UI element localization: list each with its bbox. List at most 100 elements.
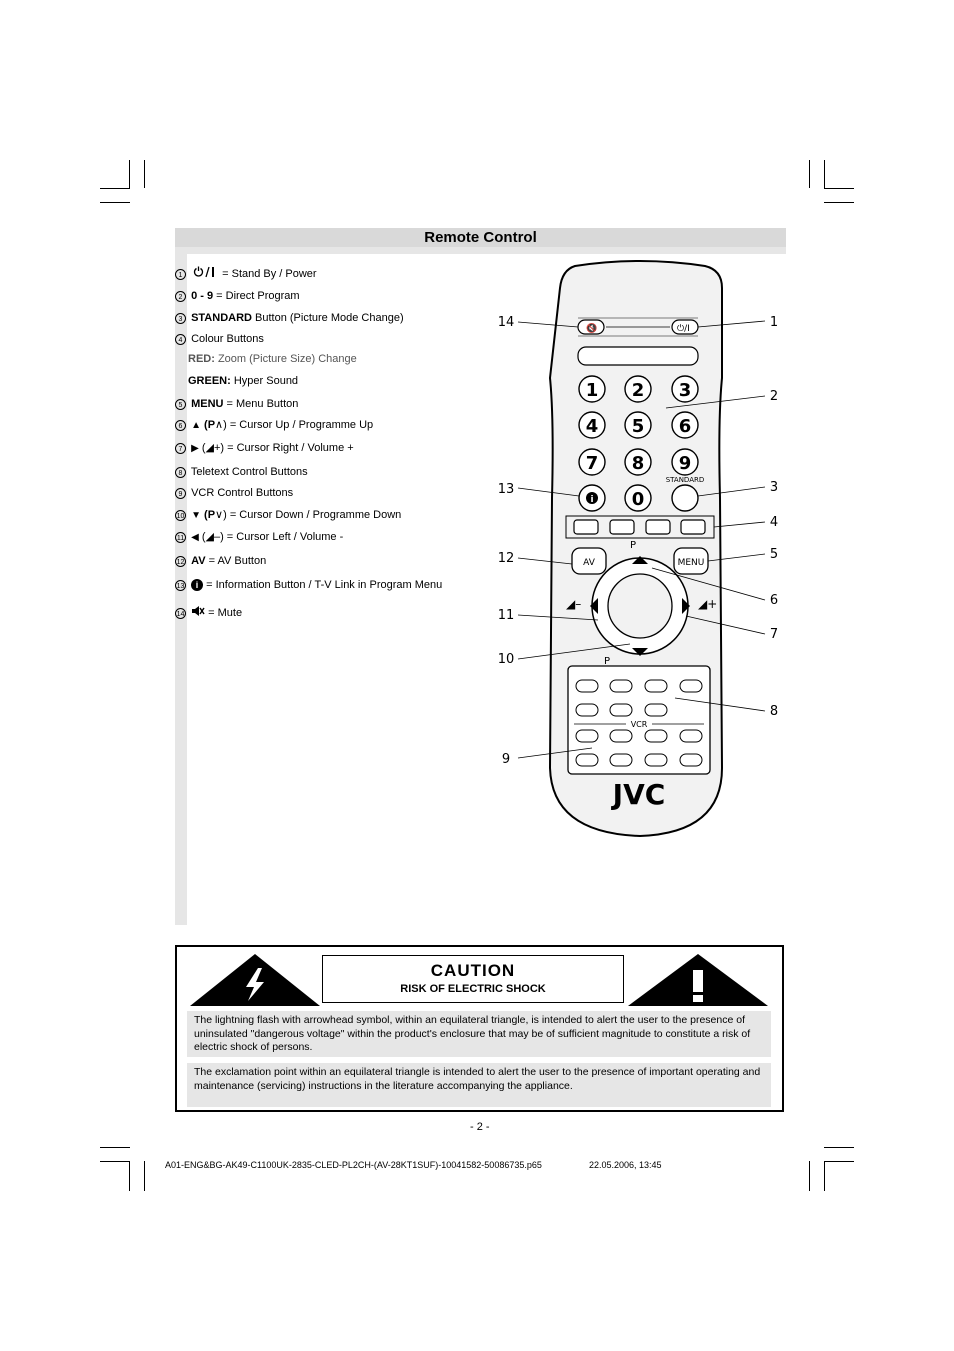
item-number: 10	[175, 509, 186, 521]
crop-mark	[824, 160, 825, 188]
power-icon	[193, 266, 215, 282]
brand-logo: JVC	[611, 778, 666, 811]
crop-mark	[100, 1147, 130, 1148]
callout-13: 13	[498, 482, 515, 497]
callout-14: 14	[498, 315, 515, 330]
digit-label: 8	[632, 453, 645, 474]
nav-down-arrow	[632, 648, 648, 656]
callout-1: 1	[770, 315, 778, 330]
exclamation-warning-icon	[628, 954, 768, 1006]
callout-12: 12	[498, 551, 515, 566]
caution-title-box: CAUTION RISK OF ELECTRIC SHOCK	[322, 955, 624, 1003]
digit-label: 4	[586, 416, 599, 437]
legend-text: ) = Cursor Right / Volume +	[220, 442, 354, 454]
crop-mark	[824, 202, 854, 203]
caution-subtitle: RISK OF ELECTRIC SHOCK	[400, 983, 546, 995]
menu-label: MENU	[678, 558, 705, 568]
legend-prefix: (	[201, 531, 206, 543]
crop-mark	[809, 160, 810, 188]
digit-label: 1	[586, 380, 599, 401]
digit-label: 2	[632, 380, 645, 401]
legend-item-colour: 4 Colour Buttons	[175, 333, 264, 346]
triangle-right-icon: ▶	[191, 443, 199, 454]
lightning-warning-icon	[190, 954, 320, 1006]
item-number: 4	[175, 333, 186, 345]
colour-button	[609, 519, 635, 535]
callout-7: 7	[770, 627, 778, 642]
page-number: - 2 -	[470, 1121, 490, 1133]
legend-text: Teletext Control Buttons	[190, 466, 308, 478]
item-number: 5	[175, 398, 186, 410]
callout-11: 11	[498, 608, 515, 623]
item-number: 1	[175, 268, 186, 280]
vcr-label: VCR	[631, 720, 648, 729]
legend-item-teletext: 8 Teletext Control Buttons	[175, 466, 308, 479]
crop-mark	[824, 1161, 854, 1162]
nav-right-arrow	[682, 598, 690, 614]
svg-text:i: i	[590, 495, 593, 505]
mute-icon	[191, 605, 205, 621]
volume-up-icon: ◢+	[205, 442, 221, 454]
digit-label: 6	[679, 416, 692, 437]
item-number: 7	[175, 442, 186, 454]
callout-6: 6	[770, 593, 778, 608]
crop-mark	[129, 1161, 130, 1191]
callout-4: 4	[770, 515, 778, 530]
legend-item-cursor-right: 7 ▶ (◢+) = Cursor Right / Volume +	[175, 442, 354, 455]
legend-text: Hyper Sound	[233, 375, 299, 387]
legend-item-power: 1 = Stand By / Power	[175, 266, 317, 282]
p-down-label: P	[604, 656, 610, 667]
legend-bold: AV	[191, 555, 206, 567]
svg-text:🔇: 🔇	[586, 322, 597, 334]
callout-2: 2	[770, 389, 778, 404]
colour-button	[573, 519, 599, 535]
item-number: 14	[175, 607, 186, 619]
svg-text:◢–: ◢–	[566, 597, 581, 611]
caution-paragraph-exclamation: The exclamation point within an equilate…	[187, 1063, 771, 1107]
nav-left-arrow	[590, 598, 598, 614]
chevron-up-icon: ∧	[215, 419, 224, 431]
caution-paragraph-lightning: The lightning flash with arrowhead symbo…	[187, 1011, 771, 1057]
legend-label: GREEN:	[188, 375, 231, 387]
ok-button	[607, 573, 673, 639]
item-number: 8	[175, 466, 186, 478]
digit-label: 5	[632, 416, 645, 437]
colour-button	[645, 519, 671, 535]
info-icon: i	[191, 579, 204, 592]
legend-bold: STANDARD	[191, 312, 252, 324]
triangle-down-icon: ▼	[191, 510, 201, 521]
crop-mark	[100, 188, 130, 189]
legend-item-info: 13 i = Information Button / T-V Link in …	[175, 579, 442, 592]
legend-prefix: (	[201, 442, 206, 454]
legend-text: VCR Control Buttons	[191, 487, 294, 499]
callout-3: 3	[770, 480, 778, 495]
item-number: 9	[175, 487, 186, 499]
legend-item-cursor-up: 6 ▲ (P∧) = Cursor Up / Programme Up	[175, 419, 373, 432]
av-button	[571, 547, 607, 575]
legend-prefix: (P	[204, 419, 216, 431]
item-number: 6	[175, 419, 186, 431]
item-number: 3	[175, 312, 186, 324]
legend-text: ) = Cursor Down / Programme Down	[223, 509, 402, 521]
crop-mark	[824, 188, 854, 189]
legend-text: Button (Picture Mode Change)	[255, 312, 404, 324]
colour-button	[680, 519, 706, 535]
legend-bold: 0 - 9	[191, 290, 214, 302]
legend-bold: MENU	[191, 398, 224, 410]
svg-text:⏻/I: ⏻/I	[677, 323, 690, 334]
legend-subitem-red: RED: Zoom (Picture Size) Change	[188, 353, 357, 366]
volume-down-icon: ◢–	[205, 531, 221, 543]
legend-item-cursor-down: 10 ▼ (P∨) = Cursor Down / Programme Down	[175, 509, 401, 522]
legend-item-menu: 5 MENU = Menu Button	[175, 398, 298, 411]
legend-item-mute: 14 = Mute	[175, 605, 242, 621]
remote-illustration: 🔇 ⏻/I 1 2 3 4 5 6 7 8 9 0 i STANDARD	[498, 260, 778, 838]
header-bar	[175, 228, 786, 247]
legend-text: Zoom (Picture Size) Change	[217, 353, 357, 365]
callout-10: 10	[498, 652, 515, 667]
legend-text: = Mute	[208, 606, 243, 619]
page-title: Remote Control	[424, 229, 537, 246]
av-label: AV	[583, 558, 596, 568]
item-number: 2	[175, 290, 186, 302]
digit-buttons: 1 2 3 4 5 6 7 8 9 0	[578, 375, 699, 512]
nav-up-arrow	[632, 556, 648, 564]
